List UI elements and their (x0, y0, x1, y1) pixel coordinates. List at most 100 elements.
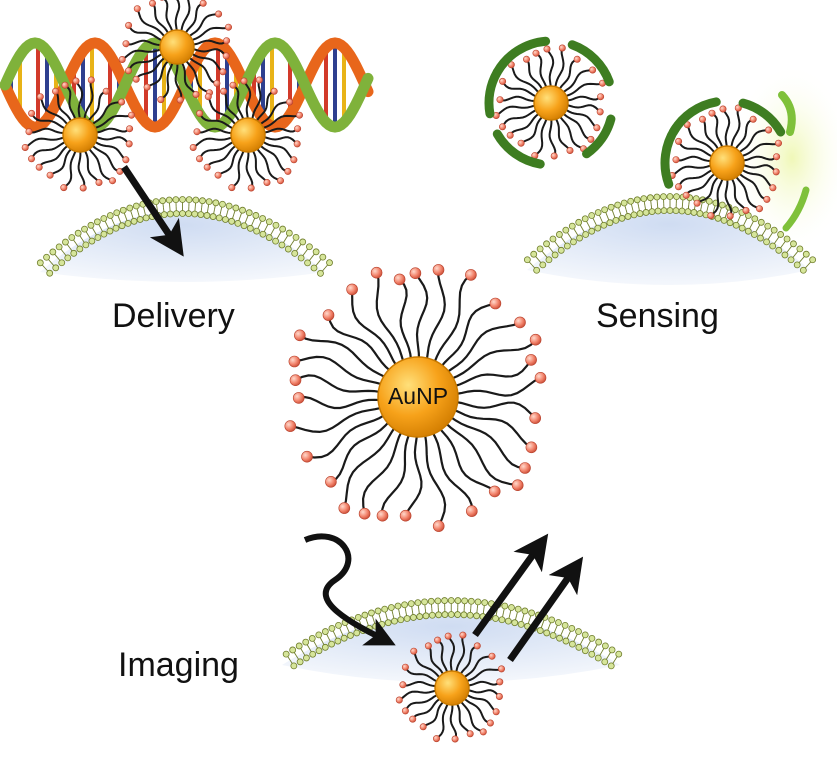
ligand-chain (462, 696, 492, 724)
ligand-head (409, 267, 422, 280)
ligand-chain (28, 127, 67, 135)
ligand-head (558, 44, 566, 52)
ligand-chain (83, 148, 100, 184)
ligand-head (229, 81, 237, 89)
ligand-head (589, 66, 597, 74)
lipid-head (763, 238, 770, 246)
gold-nanoparticle (21, 76, 136, 192)
ligand-chain (564, 103, 602, 113)
lipid-head (212, 199, 220, 207)
lipid-head (179, 196, 186, 203)
lipid-head (793, 261, 801, 269)
ligand-chain (298, 334, 387, 379)
ligand-head (708, 109, 716, 117)
gold-nanoparticle (395, 631, 505, 743)
ligand-head (247, 184, 255, 192)
lipid-head (757, 234, 764, 242)
ligand-chain (127, 24, 165, 42)
lipid-head (714, 214, 722, 222)
lipid-head (427, 597, 435, 605)
lipid-head (775, 246, 783, 254)
lipid-head (422, 612, 430, 620)
ligand-chain (564, 95, 602, 102)
lipid-head (588, 212, 596, 219)
lipid-head (159, 197, 167, 205)
lipid-head (179, 210, 186, 217)
ligand-head (532, 49, 540, 57)
lipid-head (454, 597, 462, 604)
ligand-head (87, 76, 95, 84)
lipid-head (119, 206, 127, 214)
ligand-chain (30, 112, 68, 130)
lipid-head (126, 204, 134, 212)
ligand-chain (261, 135, 299, 145)
ligand-chain (62, 148, 77, 189)
lipid-head (197, 211, 205, 218)
ligand-chain (685, 172, 717, 197)
ligand-chain (435, 701, 449, 740)
ligand-chain (465, 688, 501, 698)
lipid-head (633, 196, 641, 204)
incident-light-arrow (303, 533, 396, 646)
ligand-head (176, 96, 184, 104)
lipid-head (397, 616, 405, 624)
lipid-head (549, 632, 557, 639)
gold-nanoparticle (118, 0, 233, 104)
lipid-head (460, 611, 468, 619)
ligand-head (225, 23, 233, 31)
ligand-chain (701, 118, 720, 152)
ligand-chain (90, 101, 123, 126)
ligand-head (199, 0, 207, 7)
lipid-head (315, 631, 323, 639)
ligand-chain (449, 702, 457, 740)
lipid-head (441, 611, 449, 618)
lipid-head (136, 216, 144, 223)
ligand-head (498, 123, 506, 131)
ligand-head (434, 636, 442, 644)
delivery-arrow (121, 165, 184, 257)
ligand-chain (230, 148, 245, 189)
ligand-chain (190, 47, 228, 57)
ligand-head (346, 283, 358, 296)
lipid-head (528, 609, 535, 617)
lipid-head (88, 237, 96, 245)
lipid-head (673, 193, 680, 201)
lipid-head (328, 640, 335, 648)
lipid-head (556, 634, 563, 642)
ligand-head (763, 195, 771, 203)
lipid-head (796, 245, 804, 253)
lipid-head (68, 234, 76, 241)
lipid-head (501, 602, 509, 610)
ligand-head (289, 374, 302, 387)
ligand-chain (730, 107, 741, 150)
ligand-head (322, 309, 335, 321)
ligand-head (125, 67, 133, 75)
ligand-head (465, 269, 477, 281)
lipid-head (81, 225, 88, 233)
lipid-head (234, 219, 242, 227)
ligand-chain (83, 79, 94, 122)
ligand-head (325, 475, 337, 488)
ligand-head (525, 441, 538, 454)
lipid-head (407, 600, 415, 608)
lipid-head (308, 635, 316, 642)
lipid-head (403, 615, 411, 622)
ligand-chain (452, 408, 533, 449)
lipid-head (76, 245, 84, 253)
lipid-head (62, 238, 69, 246)
ligand-head (488, 485, 501, 498)
ligand-chain (454, 376, 542, 397)
ligand-head (419, 723, 427, 731)
lipid-head (70, 249, 78, 257)
ligand-head (432, 735, 440, 743)
ligand-head (489, 297, 502, 310)
lipid-head (467, 597, 475, 605)
lipid-head (353, 629, 361, 637)
gold-core (159, 29, 195, 65)
lipid-head (536, 627, 544, 634)
lipid-head (769, 242, 777, 250)
ligand-head (755, 205, 763, 213)
lipid-head (666, 207, 674, 214)
lipid-head (124, 219, 132, 227)
ligand-chain (501, 80, 539, 98)
